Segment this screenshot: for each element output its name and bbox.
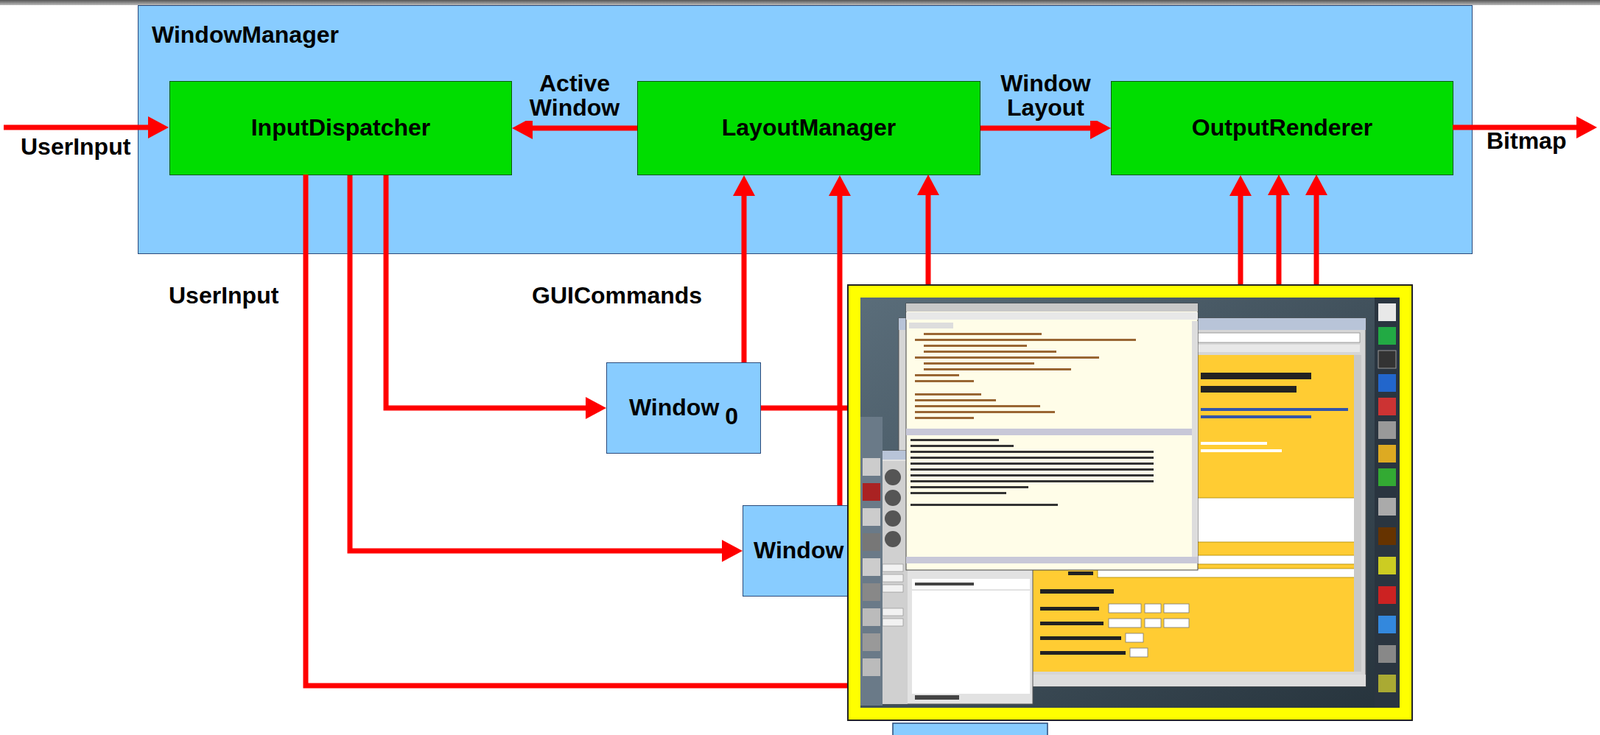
box-label: OutputRenderer: [1191, 114, 1373, 141]
signal-name: Bitmap: [1486, 127, 1567, 154]
signal-name: UserInput: [20, 133, 131, 160]
hidden-window-box: [892, 723, 1048, 735]
box-label: Window: [629, 394, 719, 421]
subscript-number: 0: [724, 403, 739, 430]
edge-label: Active Window: [519, 71, 630, 121]
arrow-head: [585, 397, 607, 420]
arrow-line: [980, 125, 1091, 132]
component-box: LayoutManager: [637, 81, 981, 176]
arrow-head: [721, 539, 743, 563]
window-manager-box: WindowManagerInputDispatcher LayoutManage…: [137, 5, 1473, 255]
top-bar: [0, 0, 1600, 6]
arrow-line: [531, 125, 638, 132]
label-holder: UserInput: [20, 134, 131, 160]
label-holder: Bitmap: [1486, 128, 1567, 154]
arrow-line: [741, 195, 747, 363]
window-box: Window0: [606, 362, 761, 454]
desktop-screenshot: [847, 284, 1413, 722]
edge-label-holder: Window Layout: [990, 71, 1102, 121]
label-holder: GUICommands: [531, 282, 703, 309]
component-box: InputDispatcher: [169, 81, 512, 176]
box-label: LayoutManager: [721, 114, 896, 141]
box-label: Window: [753, 537, 844, 564]
label-holder: UserInput: [168, 282, 279, 309]
signal-name: GUICommands: [531, 282, 703, 309]
signal-name: UserInput: [168, 282, 279, 309]
box-label: WindowManager: [151, 21, 339, 48]
box-label: InputDispatcher: [251, 114, 431, 141]
edge-label: Window Layout: [990, 71, 1102, 121]
edge-label-holder: Active Window: [519, 71, 630, 121]
arrow-line: [837, 195, 843, 506]
component-box: OutputRenderer: [1110, 81, 1454, 176]
